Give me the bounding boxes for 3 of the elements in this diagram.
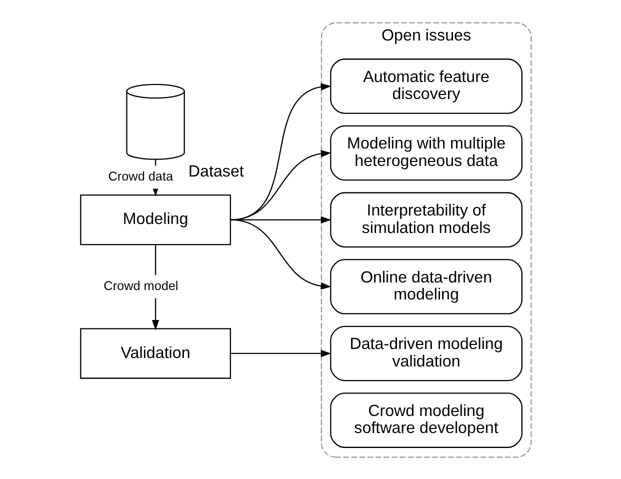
edge-label: Crowd model xyxy=(104,278,178,292)
edge-label: Crowd data xyxy=(108,168,174,183)
node-label: Dataset xyxy=(188,162,244,180)
